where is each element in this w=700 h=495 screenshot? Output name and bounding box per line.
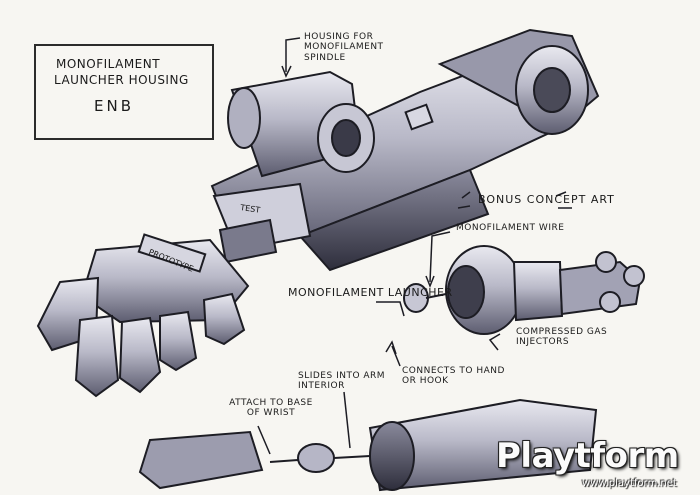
launcher-module-drawing [403, 245, 645, 335]
label-slides-into-arm: Slides into Arm Interior [298, 371, 386, 392]
label-compressed-gas-injectors: Compressed Gas Injectors [516, 327, 608, 348]
test-marking: TEST [239, 203, 261, 215]
watermark-url: www.playtform.net [582, 478, 677, 489]
title-box: Monofilament Launcher Housing ENB [34, 44, 214, 140]
label-monofilament-launcher: Monofilament Launcher [288, 286, 453, 299]
title-line-1: Monofilament [56, 57, 161, 71]
robotic-hand-drawing [36, 233, 250, 398]
lower-attachments-drawing [138, 398, 598, 492]
arm-housing-drawing [210, 28, 600, 272]
playtform-watermark: Playtform www.playtform.net [492, 436, 700, 495]
label-connects-to-hand: Connects to Hand or Hook [402, 366, 505, 387]
watermark-word: Playtform [496, 436, 679, 476]
label-attach-to-wrist: Attach to Base of Wrist [229, 398, 313, 419]
label-bonus-concept-art: Bonus Concept Art [478, 193, 615, 206]
title-line-2: Launcher Housing [54, 73, 189, 87]
annotation-lines [257, 37, 572, 455]
label-housing-spindle: Housing for Monofilament Spindle [304, 32, 384, 63]
title-initials: ENB [94, 97, 134, 115]
label-monofilament-wire: Monofilament Wire [456, 223, 565, 233]
